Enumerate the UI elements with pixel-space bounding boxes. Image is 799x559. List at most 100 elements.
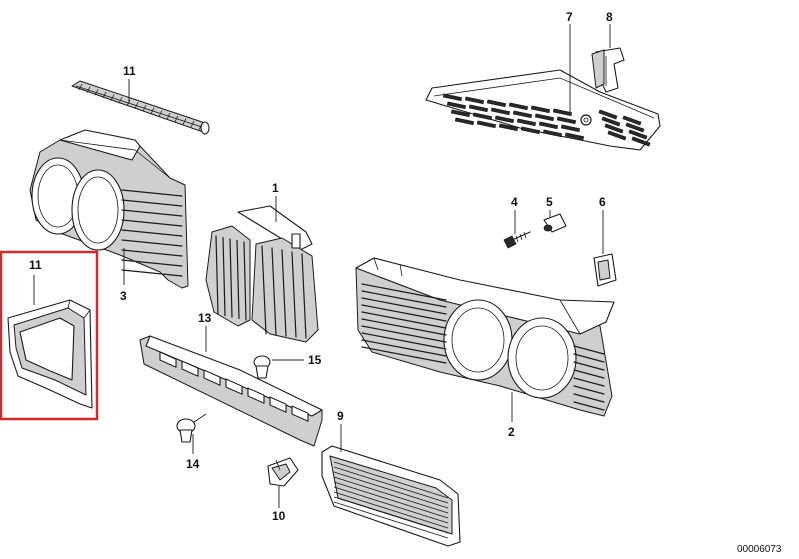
- louver-slat: [361, 297, 447, 315]
- strip-rib: [150, 107, 155, 115]
- louver-slat: [361, 346, 447, 364]
- louver-slat: [121, 199, 183, 207]
- vent-slot: [454, 117, 475, 126]
- vent-slot: [530, 105, 551, 114]
- side-slat: [333, 461, 449, 499]
- strip-rib: [142, 105, 147, 112]
- vent-slot: [625, 122, 645, 133]
- vent-slot: [498, 123, 519, 132]
- part-8-spring-clip[interactable]: [591, 47, 625, 93]
- vent-slot: [556, 116, 577, 125]
- label-part-14: 14: [186, 457, 200, 471]
- strip-rib: [182, 118, 187, 125]
- strip-rib: [134, 102, 139, 109]
- grille-slot: [181, 360, 199, 377]
- louver-slat: [573, 385, 605, 395]
- louver-slat: [361, 318, 447, 336]
- side-slat: [333, 491, 449, 529]
- louver-slat: [121, 189, 183, 197]
- part-12-seal-strip[interactable]: [71, 80, 210, 135]
- vent-slot: [604, 123, 624, 134]
- louver-slat: [573, 345, 605, 355]
- part-13-lower-grille[interactable]: [139, 335, 323, 447]
- grille-slot: [203, 369, 221, 386]
- vent-slot: [490, 107, 511, 116]
- label-part-1: 1: [272, 181, 279, 195]
- part-11-air-duct[interactable]: [7, 299, 93, 409]
- label-part-2: 2: [508, 425, 515, 439]
- part-4-screw[interactable]: [503, 231, 531, 249]
- kidney-bar: [236, 239, 240, 320]
- louver-slat: [573, 369, 605, 379]
- vent-slot: [560, 124, 581, 133]
- vent-slot: [534, 113, 555, 122]
- kidney-bar: [222, 236, 226, 317]
- side-slat: [333, 496, 449, 534]
- diagram-reference-code: 00006073: [737, 544, 782, 555]
- vent-slot: [486, 99, 507, 108]
- part-9-side-grille[interactable]: [321, 445, 461, 547]
- kidney-bar: [301, 253, 307, 339]
- label-part-10: 10: [272, 509, 286, 523]
- vent-slot: [494, 115, 515, 124]
- grille-slot: [225, 378, 243, 395]
- part-14-push-pin[interactable]: [176, 413, 207, 443]
- part-5-grommet[interactable]: [543, 213, 567, 233]
- strip-rib: [190, 120, 195, 128]
- vent-slot: [631, 136, 651, 147]
- vent-slot: [622, 115, 642, 126]
- part-6-clip[interactable]: [593, 253, 617, 287]
- louver-slat: [573, 361, 605, 371]
- kidney-bar: [281, 249, 287, 337]
- vent-slot: [601, 116, 621, 127]
- louver-slat: [361, 283, 447, 301]
- part-7-vent-cover[interactable]: [425, 69, 661, 151]
- label-part-4: 4: [511, 195, 518, 209]
- louver-slat: [121, 229, 183, 237]
- vent-slot: [476, 120, 497, 129]
- grille-slot: [291, 405, 309, 422]
- vent-slot: [542, 129, 563, 138]
- part-1-kidney-grille[interactable]: [205, 205, 319, 343]
- highlight-box-part-11: [0, 250, 99, 421]
- label-part-9: 9: [337, 409, 344, 423]
- label-part-12: 11: [123, 64, 136, 78]
- part-2-right-grille-panel[interactable]: [355, 257, 615, 417]
- louver-slat: [361, 311, 447, 329]
- vent-slot: [516, 118, 537, 127]
- louver-slat: [573, 393, 605, 403]
- strip-rib: [158, 110, 163, 117]
- strip-rib: [198, 123, 203, 130]
- part-10-clip-nut[interactable]: [267, 457, 299, 487]
- louver-slat: [361, 304, 447, 322]
- strip-rib: [166, 112, 171, 120]
- label-part-6: 6: [599, 195, 606, 209]
- vent-slot: [464, 96, 485, 105]
- louver-slat: [121, 219, 183, 227]
- strip-rib: [118, 97, 123, 104]
- vent-slot: [538, 121, 559, 130]
- kidney-bar: [261, 245, 267, 335]
- side-slat: [333, 486, 449, 524]
- kidney-bar: [243, 241, 247, 321]
- label-part-7: 7: [566, 10, 573, 24]
- vent-slot: [450, 109, 471, 118]
- vent-slot: [552, 108, 573, 117]
- grille-slot: [269, 396, 287, 413]
- label-part-13: 13: [198, 311, 212, 325]
- vent-slot: [472, 112, 493, 121]
- vent-slot: [607, 130, 627, 141]
- louver-slat: [121, 239, 183, 247]
- kidney-bar: [215, 235, 219, 315]
- louver-slat: [361, 339, 447, 357]
- part-15-push-pin[interactable]: [253, 355, 271, 379]
- louver-slat: [361, 290, 447, 308]
- vent-slot: [564, 132, 585, 141]
- strip-rib: [86, 86, 91, 93]
- louver-slat: [361, 332, 447, 350]
- label-part-8: 8: [606, 10, 613, 24]
- louver-slat: [121, 209, 183, 217]
- side-slat: [333, 471, 449, 509]
- vent-slot: [446, 101, 467, 110]
- part-3-left-grille-panel[interactable]: [29, 129, 189, 289]
